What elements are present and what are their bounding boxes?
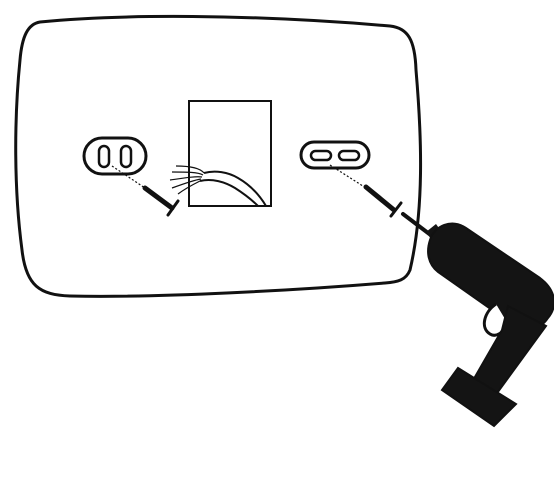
left-horizontal-slot <box>309 149 333 162</box>
right-guide-line <box>329 164 367 189</box>
left-slot-pair <box>82 136 148 176</box>
left-guide-line <box>111 165 149 191</box>
right-screw <box>363 184 403 218</box>
right-horizontal-slot <box>337 149 361 162</box>
left-screw <box>142 185 180 217</box>
power-drill <box>401 212 554 428</box>
wall-opening <box>188 100 272 207</box>
cable-bundle <box>169 165 267 207</box>
drill-body <box>427 222 554 331</box>
left-vertical-slot <box>97 144 111 169</box>
drill-battery <box>440 366 518 428</box>
right-vertical-slot <box>119 144 133 169</box>
right-slot-pair <box>299 140 371 170</box>
